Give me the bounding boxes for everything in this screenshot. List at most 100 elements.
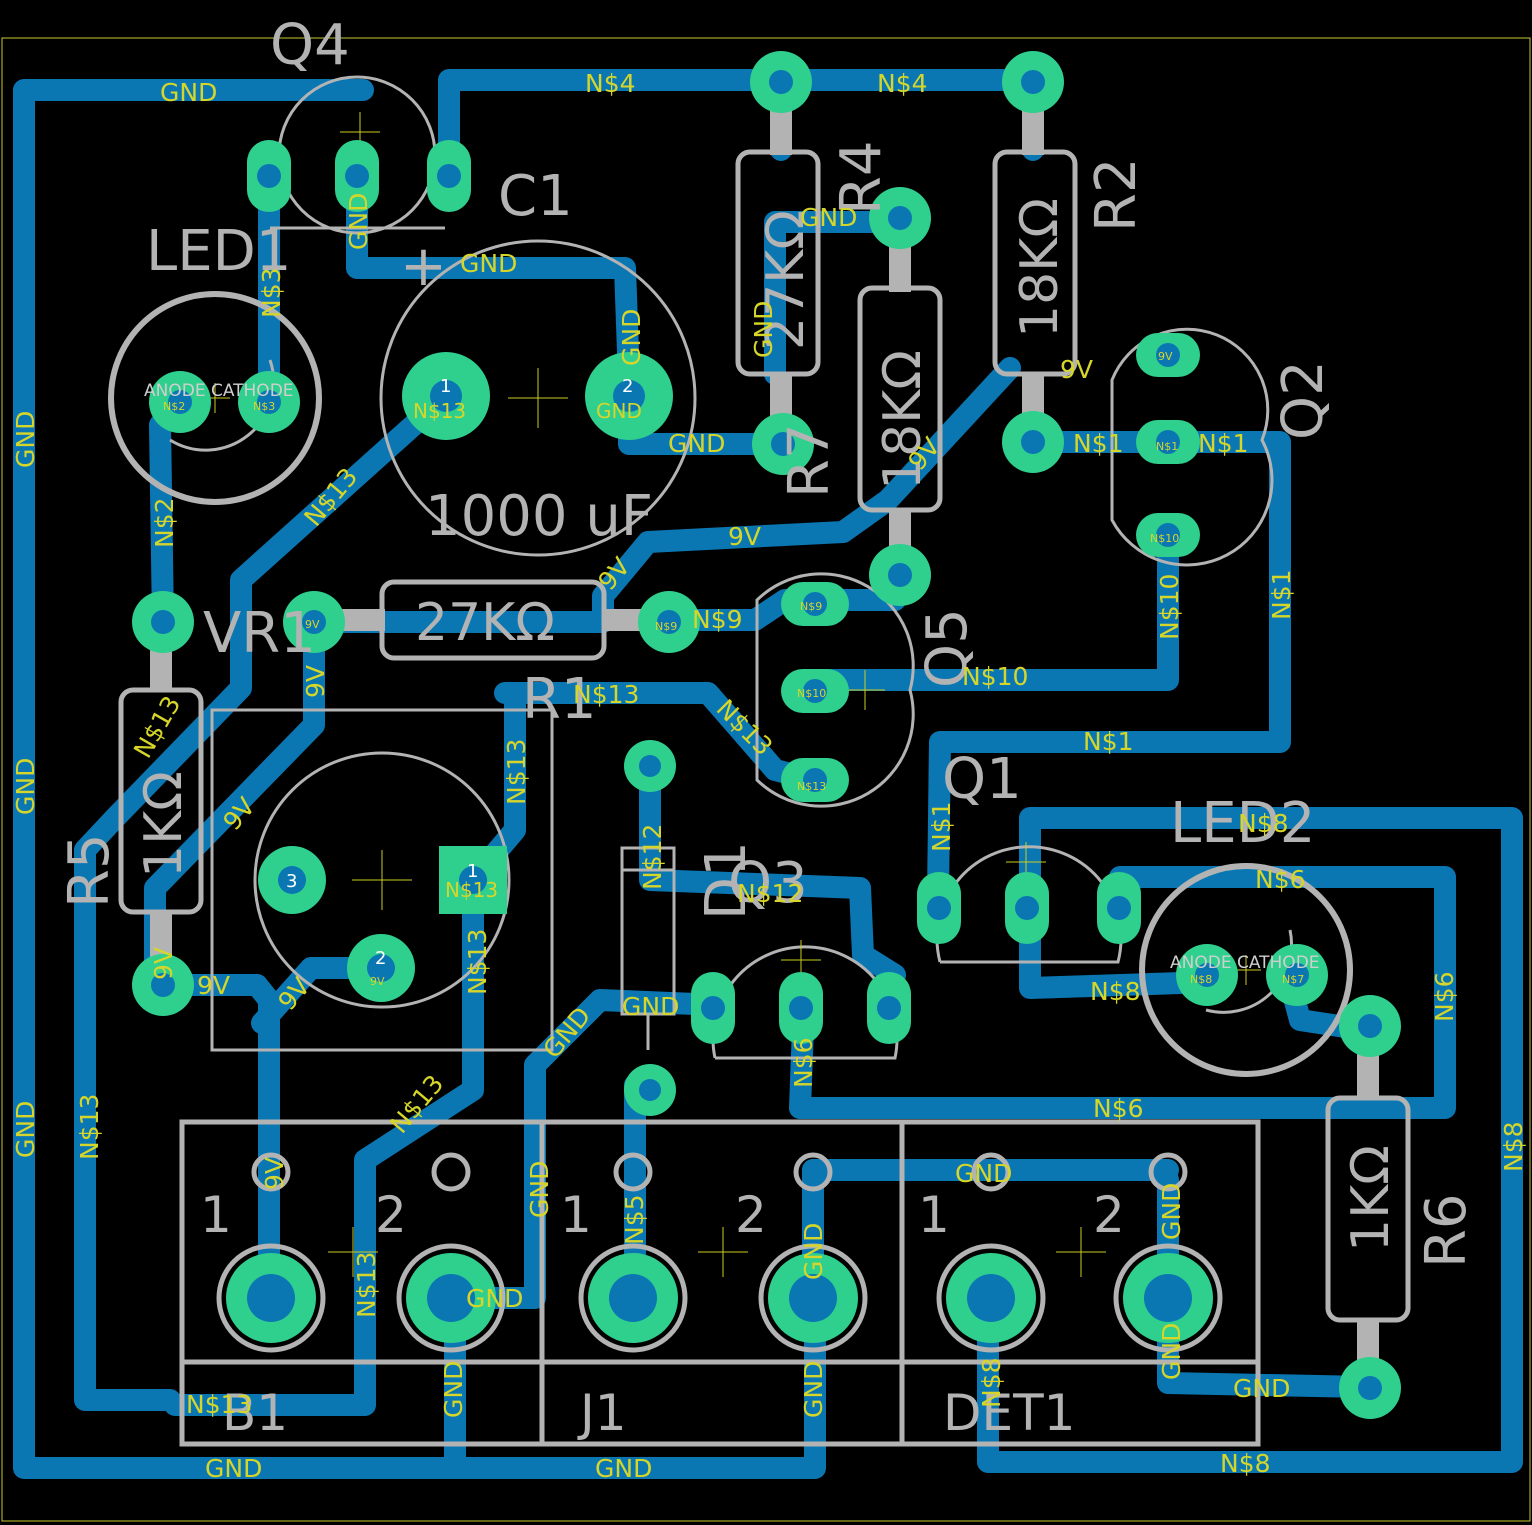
det1-hole2 [1148,1152,1188,1192]
q5-name: Q5 [915,608,980,688]
j1-hole2 [793,1152,833,1192]
r6-name: R6 [1414,1193,1479,1268]
c1-pin1-label: 1 [440,376,451,397]
b1-pin2-number: 2 [375,1186,407,1244]
pad-label-n13: N$13 [445,878,498,902]
transistor-pads [247,140,1200,1044]
net-label-gnd: GND [466,1284,523,1313]
pad-label-9v: 9V [370,975,385,988]
net-label-n13: N$13 [463,929,492,995]
r1-name: R1 [522,667,597,732]
net-label-n2: N$2 [150,497,179,548]
trace-gnd-outer [13,79,826,1479]
net-label-n4: N$4 [877,69,928,98]
net-label-gnd: GND [617,309,646,366]
pad-label-n1: N$1 [1156,440,1178,453]
net-label-n13: N$13 [573,680,639,709]
trace-n13-vr1 [164,689,526,1416]
net-label-gnd: GND [668,429,725,458]
r7-name: R7 [777,423,842,498]
net-label-n13: N$13 [186,1390,252,1419]
det1-hole1 [971,1152,1011,1192]
net-label-9v: 9V [1060,355,1093,384]
b1-screw1 [216,1243,326,1353]
led2-name: LED2 [1170,791,1315,856]
net-labels: GND N$4 N$4 GND GND GND 9V N$1 N$1 9V N$… [11,69,1528,1483]
net-label-9v: 9V [149,947,178,980]
vr1-pin1-label: 1 [467,861,478,882]
det1-name: DET1 [943,1384,1075,1442]
terminal-pads [226,1253,1213,1343]
net-label-gnd: GND [595,1454,652,1483]
r4-value: 18KΩ [873,350,933,490]
b1-hole1 [251,1152,291,1192]
pad-label-n7: N$7 [1282,973,1304,986]
vr1-outline [210,708,554,1052]
j1-name: J1 [577,1384,627,1442]
net-label-n8: N$8 [977,1357,1006,1408]
pad-label-9v: 9V [1158,350,1173,363]
net-label-n12: N$12 [638,824,667,890]
net-label-9v: 9V [301,665,330,698]
net-label-gnd: GND [460,249,517,278]
led2-anode-cathode: ANODE CATHODE [1170,953,1320,973]
net-label-9v: 9V [260,1157,289,1190]
net-label-gnd: GND [1157,1323,1186,1380]
net-label-n10: N$10 [962,662,1028,691]
led1-anode-cathode: ANODE CATHODE [144,381,294,401]
det1-pin2-number: 2 [1093,1186,1125,1244]
pad-label-n2: N$2 [163,400,185,413]
trace-n13-c1 [74,385,457,1411]
d1-name: D1 [694,841,759,920]
c1-outline [379,239,697,557]
q5-outline [755,572,915,808]
vr1-circle [253,751,511,1009]
r7-value: 27KΩ [756,210,816,350]
r2-value: 18KΩ [1010,198,1070,338]
net-label-n13: N$13 [502,739,531,805]
net-label-n4: N$4 [585,69,636,98]
j1-hole1 [613,1152,653,1192]
net-label-n12: N$12 [737,879,803,908]
c1-value: 1000 uF [425,484,653,549]
net-label-n5: N$5 [620,1194,649,1245]
vr1-pin2-label: 2 [375,948,386,969]
trace-gnd-r7-r4 [764,211,914,385]
pad-label-gnd: GND [596,399,642,423]
trace-n12-q3 [639,759,906,986]
net-label-n13: N$13 [75,1094,104,1160]
pad-label-n9: N$9 [655,620,677,633]
net-label-gnd: GND [11,411,40,468]
net-label-n8: N$8 [1238,809,1289,838]
q1-name: Q1 [942,747,1022,812]
net-label-n6: N$6 [1430,971,1459,1022]
b1-pin1-number: 1 [200,1186,232,1244]
led1-name: LED1 [146,219,291,284]
net-label-gnd: GND [205,1454,262,1483]
b1-screw2 [396,1243,506,1353]
pad-label-n9: N$9 [800,600,822,613]
pad-net-labels: N$13 GND N$13 9V N$2 N$3 N$8 N$7 N$9 N$1… [163,350,1304,988]
pad-label-n10: N$10 [1150,532,1179,545]
pad-label-n13: N$13 [413,399,466,423]
trace-n10 [808,524,1179,691]
net-label-gnd: GND [1233,1374,1290,1403]
net-label-gnd: GND [799,1223,828,1280]
pad-label-n13: N$13 [797,780,826,793]
j1-pin2-number: 2 [735,1186,767,1244]
pad-label-9v: 9V [305,618,320,631]
net-label-gnd: GND [799,1361,828,1418]
net-label-gnd: GND [525,1161,554,1218]
q2-name: Q2 [1271,360,1336,440]
r1-value: 27KΩ [415,593,555,653]
r5-value: 1KΩ [134,771,194,878]
trace-layer [13,69,1523,1479]
det1-outline [899,1119,1261,1447]
det1-screw2 [1113,1243,1223,1353]
pin-numbers: 1 2 1 2 3 1 2 1 2 1 2 [200,376,1125,1244]
led2-outline [1139,863,1353,1077]
via-pads [132,51,1401,1419]
net-label-n8: N$8 [1090,977,1141,1006]
